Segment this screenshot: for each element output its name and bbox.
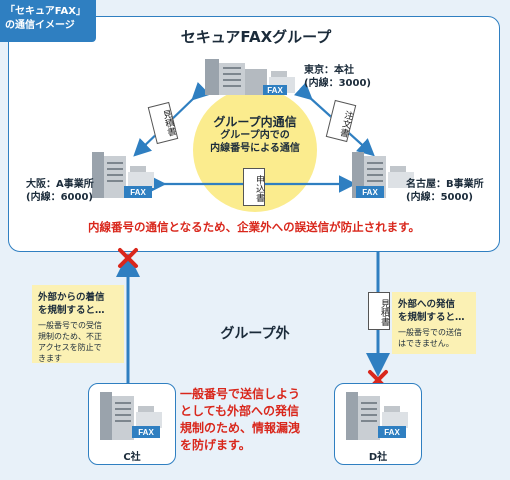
svg-text:FAX: FAX bbox=[138, 428, 154, 437]
group-title: セキュアFAXグループ bbox=[180, 28, 332, 46]
building-fax-icon-c: FAX bbox=[100, 392, 162, 440]
misdelivery-warning: 内線番号の通信となるため、企業外への誤送信が防止されます。 bbox=[87, 220, 420, 234]
outgoing-note-head2: を規制すると… bbox=[398, 312, 465, 323]
outgoing-note-body-2: はできません。 bbox=[398, 339, 454, 348]
leak-msg-line1: 一般番号で送信しよう bbox=[180, 387, 301, 401]
incoming-note-head2: を規制すると… bbox=[38, 305, 105, 316]
office-nagoya-label: 名古屋：B事業所 (内線：5000) bbox=[406, 178, 484, 204]
building-fax-icon-d: FAX bbox=[346, 392, 408, 440]
circle-sub-line2: 内線番号による通信 bbox=[210, 143, 300, 154]
svg-text:FAX: FAX bbox=[384, 428, 400, 437]
incoming-restriction-note: 外部からの着信 を規制すると… 一般番号での受信 規制のため、不正 アクセスを防… bbox=[32, 285, 124, 363]
leak-msg-line2: としても外部への発信 bbox=[180, 404, 300, 418]
svg-text:FAX: FAX bbox=[267, 86, 283, 95]
office-osaka-ext: (内線：6000) bbox=[26, 192, 93, 203]
office-osaka-label: 大阪：A事業所 (内線：6000) bbox=[26, 178, 94, 204]
incoming-note-body-3: アクセスを防止で bbox=[38, 343, 102, 352]
application-document-icon: 申込書 bbox=[243, 168, 265, 206]
leak-msg-line4: を防げます。 bbox=[180, 438, 251, 452]
outgoing-note-body: 一般番号での送信 はできません。 bbox=[398, 327, 470, 349]
badge-line1-front: 「セキュアFAX」 bbox=[5, 6, 86, 17]
office-tokyo-name: 東京：本社 bbox=[304, 65, 354, 76]
svg-text:FAX: FAX bbox=[362, 188, 378, 197]
circle-sub-line1: グループ内での bbox=[220, 130, 290, 141]
office-osaka-name: 大阪：A事業所 bbox=[26, 179, 94, 190]
internal-communication-desc: グループ内での 内線番号による通信 bbox=[193, 129, 317, 155]
leak-msg-line3: 規制のため、情報漏洩 bbox=[180, 421, 301, 435]
outgoing-note-head1: 外部への発信 bbox=[398, 299, 456, 310]
office-tokyo-ext: (内線：3000) bbox=[304, 78, 371, 89]
leak-prevention-message: 一般番号で送信しよう としても外部への発信 規制のため、情報漏洩 を防げます。 bbox=[180, 386, 340, 454]
incoming-note-body-4: きます bbox=[38, 354, 62, 363]
outgoing-note-body-1: 一般番号での送信 bbox=[398, 328, 462, 337]
company-d-label: D社 bbox=[368, 452, 388, 463]
building-fax-icon-osaka: FAX bbox=[92, 152, 154, 198]
building-fax-icon-nagoya: FAX bbox=[352, 152, 414, 198]
company-c-label: C社 bbox=[123, 452, 141, 463]
building-fax-icon-tokyo: FAX bbox=[205, 59, 295, 95]
outgoing-restriction-note: 外部への発信 を規制すると… 一般番号での送信 はできません。 bbox=[392, 292, 476, 354]
office-nagoya-ext: (内線：5000) bbox=[406, 192, 473, 203]
diagram-badge-front: 「セキュアFAX」 の通信イメージ bbox=[0, 0, 96, 42]
svg-text:FAX: FAX bbox=[130, 188, 146, 197]
block-x-icon bbox=[118, 248, 138, 268]
incoming-note-body-1: 一般番号での受信 bbox=[38, 321, 102, 330]
incoming-note-body-2: 規制のため、不正 bbox=[38, 332, 102, 341]
estimate-document-outgoing-icon: 見積書 bbox=[368, 292, 390, 330]
office-nagoya-name: 名古屋：B事業所 bbox=[406, 179, 484, 190]
incoming-note-head1: 外部からの着信 bbox=[38, 292, 105, 303]
outside-group-title: グループ外 bbox=[220, 326, 290, 342]
incoming-note-body: 一般番号での受信 規制のため、不正 アクセスを防止で きます bbox=[38, 320, 118, 364]
internal-communication-title: グループ内通信 bbox=[213, 115, 297, 129]
badge-line2-front: の通信イメージ bbox=[5, 20, 75, 31]
office-tokyo-label: 東京：本社 (内線：3000) bbox=[304, 64, 371, 90]
